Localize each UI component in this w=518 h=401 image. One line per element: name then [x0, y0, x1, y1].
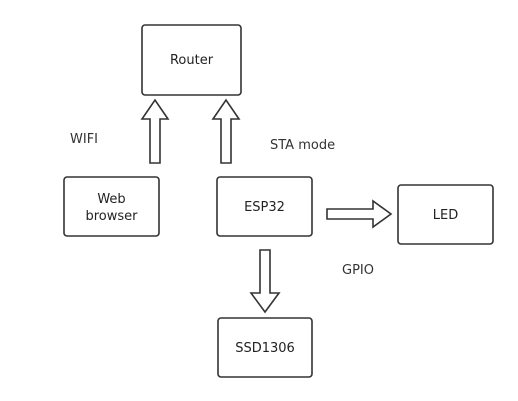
gpio-label: GPIO: [342, 263, 374, 278]
led-label: LED: [433, 208, 458, 223]
arrow-esp32-to-led: [326, 199, 393, 229]
arrow-esp32-to-ssd1306: [249, 249, 281, 314]
arrow-browser-to-router: [140, 98, 170, 164]
ssd1306-node: SSD1306: [217, 317, 313, 378]
arrow-esp32-to-router: [211, 98, 241, 164]
web-browser-label-line2: browser: [85, 209, 138, 224]
esp32-label: ESP32: [244, 200, 285, 215]
router-box: [141, 24, 242, 96]
ssd1306-box: [217, 317, 313, 378]
led-node: LED: [397, 184, 494, 245]
router-node: Router: [141, 24, 242, 96]
sta-mode-label: STA mode: [270, 138, 335, 153]
web-browser-node: Web browser: [63, 176, 160, 237]
led-box: [397, 184, 494, 245]
router-label: Router: [170, 53, 214, 68]
ssd1306-label: SSD1306: [235, 341, 295, 356]
web-browser-label-line1: Web: [97, 192, 125, 207]
esp32-box: [216, 176, 313, 237]
web-browser-box: [63, 176, 160, 237]
esp32-node: ESP32: [216, 176, 313, 237]
wifi-label: WIFI: [70, 132, 98, 147]
